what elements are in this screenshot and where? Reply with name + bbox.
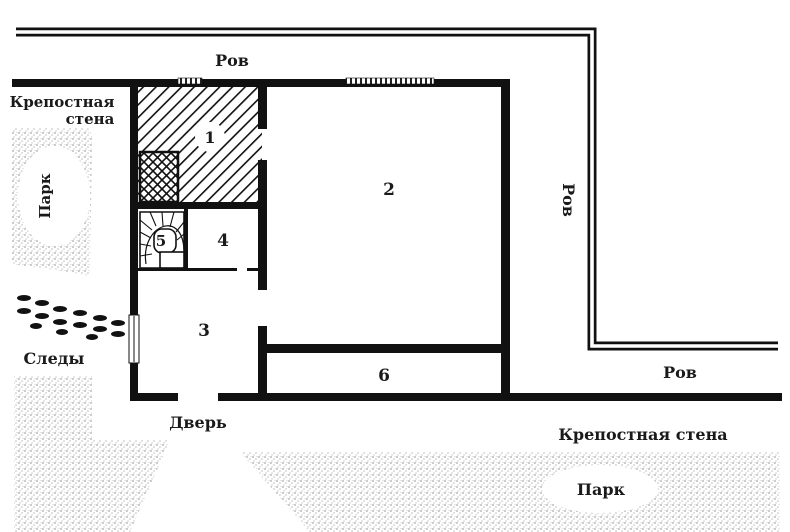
door-label: Дверь: [169, 413, 227, 432]
window-top-right: [345, 77, 435, 85]
room-6-label: 6: [378, 366, 390, 386]
window-top-left: [177, 77, 203, 85]
moat: [16, 27, 778, 351]
park-left-clearing: [18, 146, 90, 246]
staircase-room-5: [137, 208, 187, 270]
fortress-walls: [12, 79, 782, 401]
moat-right-label: Ров: [559, 183, 578, 217]
room-1-badge: [195, 122, 225, 152]
room-5-label: 5: [156, 232, 166, 250]
room-3-label: 3: [198, 321, 210, 341]
moat-top-label: Ров: [215, 51, 249, 70]
room-2-label: 2: [383, 180, 395, 200]
footprints: [17, 295, 125, 340]
fortress-wall-left-label: Крепостная: [10, 93, 115, 111]
building-walls: [128, 77, 510, 401]
room-4-label: 4: [217, 231, 229, 251]
tracks-label: Следы: [24, 349, 85, 368]
ground-lower-right: [240, 452, 780, 532]
room-1-label: 1: [204, 128, 215, 147]
fortress-wall-bottom-label: Крепостная стена: [558, 425, 727, 444]
park-left-label: Парк: [36, 173, 54, 218]
park-bottom-clearing: [542, 465, 658, 513]
room-1-crosshatch: [138, 150, 180, 204]
ground-lower-left: [14, 376, 170, 532]
fortress-wall-left-label-2: стена: [66, 110, 115, 128]
park-bottom-label: Парк: [577, 480, 626, 499]
park-left-area: [12, 128, 92, 276]
moat-bottom-label: Ров: [663, 363, 697, 382]
